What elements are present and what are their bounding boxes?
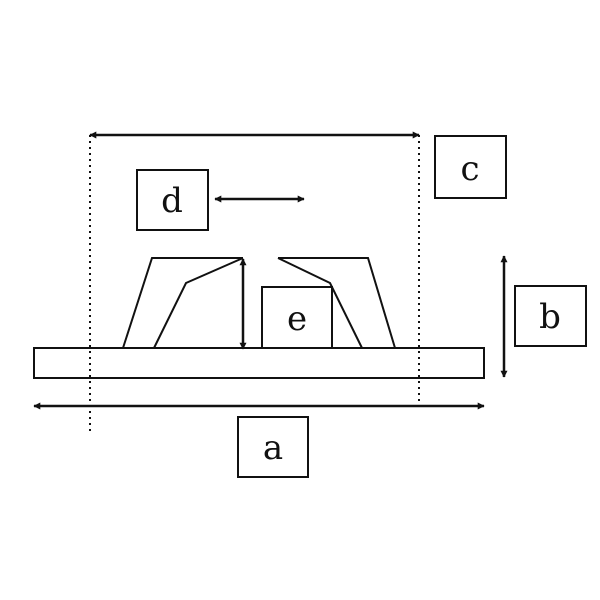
left-ridge-outer xyxy=(122,257,243,349)
right-ridge-inner xyxy=(277,257,363,349)
label-c: c xyxy=(460,149,479,189)
label-b: b xyxy=(539,297,561,337)
label-a: a xyxy=(263,428,283,468)
label-e: e xyxy=(287,299,307,339)
label-box-a: a xyxy=(237,416,309,478)
label-box-c: c xyxy=(434,135,507,199)
label-box-e: e xyxy=(261,286,333,349)
left-ridge-inner xyxy=(153,257,244,349)
label-box-d: d xyxy=(136,169,209,231)
base-plate xyxy=(33,347,485,379)
label-d: d xyxy=(161,181,183,221)
right-ridge-outer xyxy=(278,257,396,349)
label-box-b: b xyxy=(514,285,587,347)
